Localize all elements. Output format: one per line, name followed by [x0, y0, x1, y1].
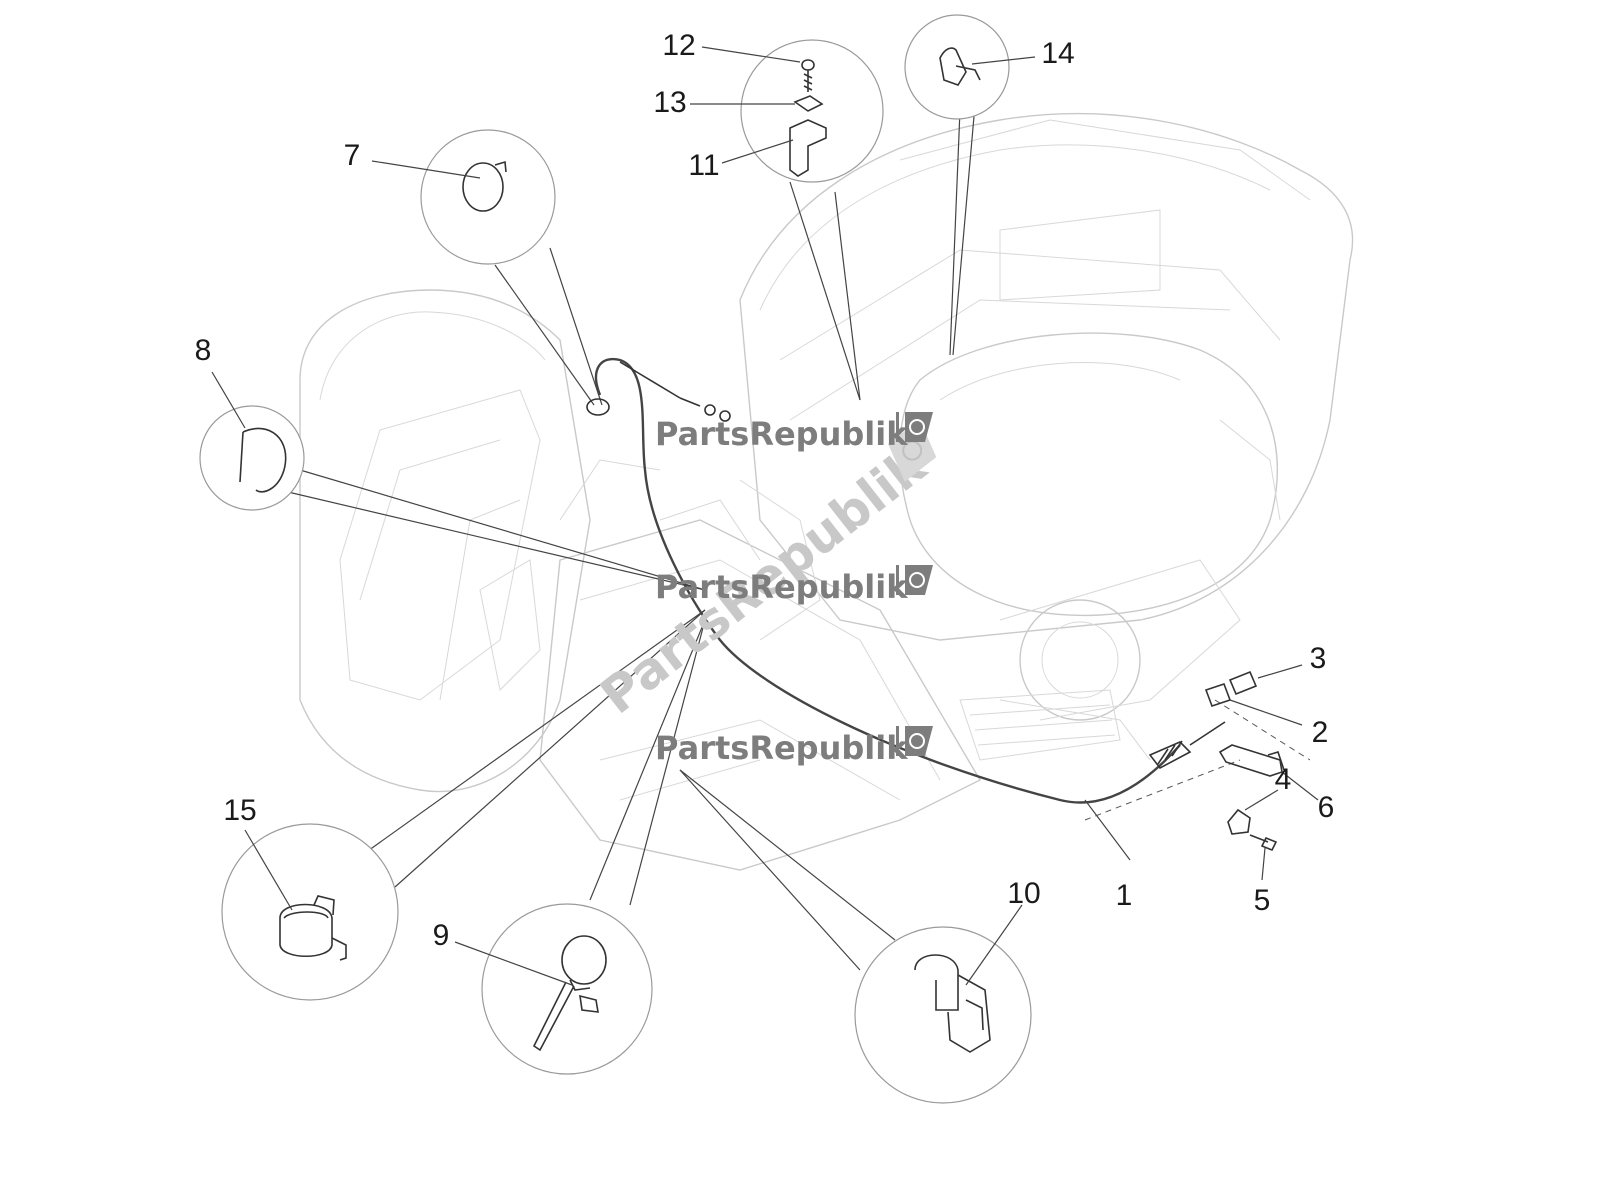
callout-3: 3 [1310, 642, 1327, 675]
callout-15: 15 [223, 794, 256, 827]
watermark-1: PartsRepublik [655, 412, 933, 453]
callout-12: 12 [662, 29, 695, 62]
detail-circle-14 [904, 14, 1010, 356]
cable-end-parts [1084, 670, 1311, 852]
callout-labels: 1 2 3 4 5 6 7 8 9 10 11 12 13 14 15 [195, 29, 1335, 952]
callout-leaders [211, 46, 1319, 986]
callout-10: 10 [1007, 877, 1040, 910]
watermark-3: PartsRepublik [655, 726, 933, 767]
detail-circle-11-13 [740, 39, 884, 401]
gear-icon [896, 412, 933, 442]
watermark-2-text: PartsRepublik [655, 568, 908, 606]
callout-4: 4 [1275, 763, 1292, 796]
detail-circle-8 [199, 405, 706, 591]
callout-14: 14 [1041, 37, 1074, 70]
callout-6: 6 [1318, 791, 1335, 824]
detail-circle-7 [420, 129, 610, 416]
watermark-1-text: PartsRepublik [655, 415, 908, 453]
detail-circle-9 [481, 619, 706, 1075]
watermark-3-text: PartsRepublik [655, 729, 908, 767]
brake-cable [594, 357, 1226, 804]
callout-13: 13 [653, 86, 686, 119]
watermark-2: PartsRepublik [655, 565, 933, 606]
callout-8: 8 [195, 334, 212, 367]
callout-7: 7 [344, 139, 361, 172]
callout-9: 9 [433, 919, 450, 952]
gear-icon [896, 726, 933, 756]
callout-2: 2 [1312, 716, 1329, 749]
callout-5: 5 [1254, 884, 1271, 917]
scooter-body-outline [299, 112, 1354, 871]
gear-icon [896, 565, 933, 595]
detail-circle-10 [679, 769, 1032, 1104]
detail-circle-15 [221, 609, 706, 1001]
callout-1: 1 [1116, 879, 1133, 912]
callout-11: 11 [688, 149, 719, 182]
